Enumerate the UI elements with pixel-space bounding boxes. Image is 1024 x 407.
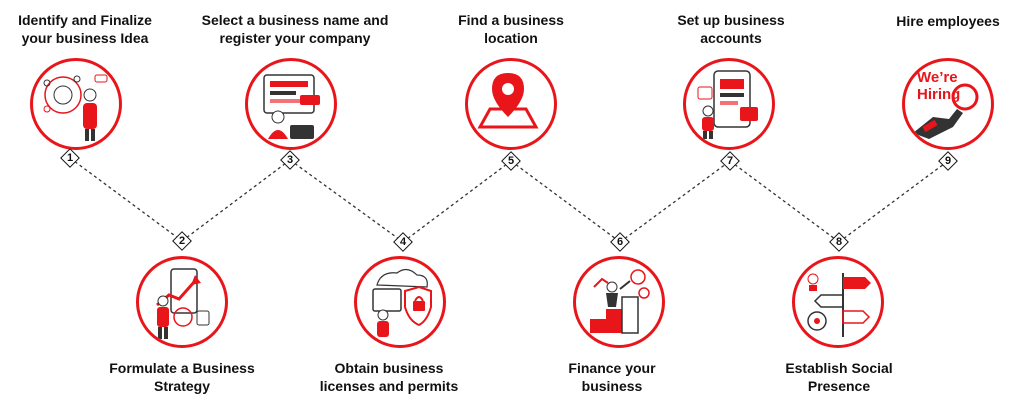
shield-license-icon	[372, 268, 432, 337]
social-signpost-icon	[807, 273, 871, 337]
finance-stairs-icon	[590, 269, 650, 334]
step-9-badge: 9	[938, 151, 958, 171]
thinking-person-icon	[43, 74, 108, 141]
step-8-circle	[792, 256, 884, 348]
step-6-badge: 6	[610, 232, 630, 252]
connector-3-4	[289, 159, 404, 243]
hiring-magnifier-icon	[913, 83, 979, 139]
step-3-badge: 3	[280, 150, 300, 170]
step-8-badge: 8	[829, 232, 849, 252]
step-6-circle	[573, 256, 665, 348]
registration-laptop-icon	[263, 74, 320, 139]
step-3-circle	[245, 58, 337, 150]
step-4-circle	[354, 256, 446, 348]
step-2-badge: 2	[172, 231, 192, 251]
connector-4-5	[402, 160, 512, 243]
connector-7-8	[729, 160, 840, 243]
connector-8-9	[838, 160, 949, 243]
connector-5-6	[510, 160, 621, 243]
connector-6-7	[619, 160, 731, 243]
step-5-circle	[465, 58, 557, 150]
step-2-circle	[136, 256, 228, 348]
step-7-badge: 7	[720, 151, 740, 171]
map-pin-icon	[477, 73, 539, 129]
step-7-circle	[683, 58, 775, 150]
step-9-label: Hire employees	[896, 13, 1000, 29]
accounts-dashboard-icon	[697, 70, 758, 139]
connector-2-3	[181, 159, 291, 242]
step-5-badge: 5	[501, 151, 521, 171]
connector-1-2	[69, 157, 183, 242]
step-4-badge: 4	[393, 232, 413, 252]
step-1-badge: 1	[60, 148, 80, 168]
step-1-circle	[30, 58, 122, 150]
strategy-growth-icon	[156, 268, 210, 339]
